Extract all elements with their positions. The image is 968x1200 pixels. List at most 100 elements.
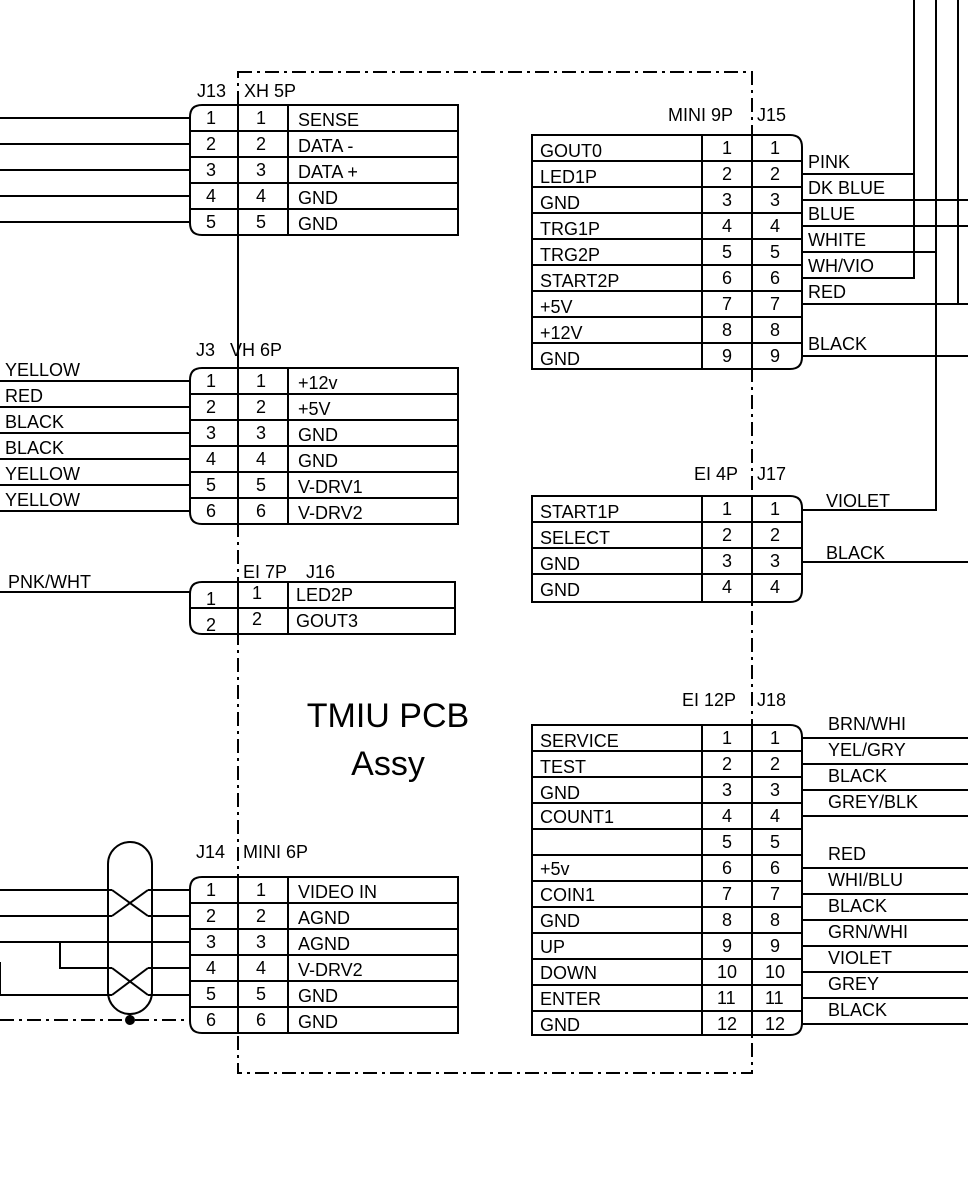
j18-pin-left-10: 10 — [717, 962, 737, 982]
j14-pin-right-4: 4 — [256, 958, 266, 978]
j18-signal-9: UP — [540, 937, 565, 957]
j18-signal-11: ENTER — [540, 989, 601, 1009]
j15-pin-left-8: 8 — [722, 320, 732, 340]
j18-wire-1: BRN/WHI — [828, 714, 906, 734]
j17-pin-left-1: 1 — [722, 499, 732, 519]
j15-ref: J15 — [757, 105, 786, 125]
j3-signal-4: GND — [298, 451, 338, 471]
j3-wire-5: YELLOW — [5, 464, 80, 484]
connector-j18: EI 12P J18 SERVICE TEST GND COUNT1 +5v C… — [531, 690, 968, 1036]
connector-j16: EI 7P J16 1 2 1 2 LED2P GOUT3 PNK/WHT — [0, 562, 456, 635]
j3-wire-6: YELLOW — [5, 490, 80, 510]
connector-j17: EI 4P J17 START1P SELECT GND GND 1 2 3 4… — [531, 252, 968, 603]
connector-j3: J3 VH 6P 1 2 3 4 5 6 1 2 3 4 5 6 +12v +5… — [0, 340, 459, 525]
j18-signal-7: COIN1 — [540, 885, 595, 905]
j14-signal-4: V-DRV2 — [298, 960, 363, 980]
j17-signal-1: START1P — [540, 502, 619, 522]
j3-wire-3: BLACK — [5, 412, 64, 432]
j14-signal-1: VIDEO IN — [298, 882, 377, 902]
j17-pin-left-2: 2 — [722, 525, 732, 545]
j18-signal-1: SERVICE — [540, 731, 619, 751]
j3-pin-right-3: 3 — [256, 423, 266, 443]
j14-pin-left-4: 4 — [206, 958, 216, 978]
j18-signal-4: COUNT1 — [540, 807, 614, 827]
j15-signal-2: LED1P — [540, 167, 597, 187]
j3-pin-left-2: 2 — [206, 397, 216, 417]
j18-type: EI 12P — [682, 690, 736, 710]
j13-pin-right-1: 1 — [256, 108, 266, 128]
j16-signal-2: GOUT3 — [296, 611, 358, 631]
j15-signal-1: GOUT0 — [540, 141, 602, 161]
j14-pin-right-5: 5 — [256, 984, 266, 1004]
j18-wire-10: GREY — [828, 974, 879, 994]
j15-pin-left-2: 2 — [722, 164, 732, 184]
j18-pin-right-7: 7 — [770, 884, 780, 904]
j14-pin-left-1: 1 — [206, 880, 216, 900]
j3-pin-right-5: 5 — [256, 475, 266, 495]
j18-pin-right-3: 3 — [770, 780, 780, 800]
j18-wire-5: RED — [828, 844, 866, 864]
j13-pin-left-5: 5 — [206, 212, 216, 232]
j15-pin-right-9: 9 — [770, 346, 780, 366]
j14-signal-6: GND — [298, 1012, 338, 1032]
j16-wire-1: PNK/WHT — [8, 572, 91, 592]
j3-pin-left-5: 5 — [206, 475, 216, 495]
j18-pin-right-6: 6 — [770, 858, 780, 878]
j16-pin-right-2: 2 — [252, 609, 262, 629]
j14-pin-left-5: 5 — [206, 984, 216, 1004]
j18-pin-left-6: 6 — [722, 858, 732, 878]
j18-wire-9: VIOLET — [828, 948, 892, 968]
connector-j15: MINI 9P J15 GOUT0 LED1P GND TRG1P TRG2P … — [531, 0, 968, 370]
connector-j13: J13 XH 5P 1 2 3 4 5 1 2 3 4 5 SENSE DATA… — [0, 81, 459, 236]
j3-signal-2: +5V — [298, 399, 331, 419]
j17-pin-right-4: 4 — [770, 577, 780, 597]
j18-pin-left-8: 8 — [722, 910, 732, 930]
j18-pin-right-4: 4 — [770, 806, 780, 826]
j15-wire-6: RED — [808, 282, 846, 302]
j18-wire-3: BLACK — [828, 766, 887, 786]
j17-pin-left-4: 4 — [722, 577, 732, 597]
j15-pin-left-6: 6 — [722, 268, 732, 288]
j17-pin-right-3: 3 — [770, 551, 780, 571]
j17-signal-2: SELECT — [540, 528, 610, 548]
j3-type: VH 6P — [230, 340, 282, 360]
j17-pin-right-2: 2 — [770, 525, 780, 545]
j18-wire-2: YEL/GRY — [828, 740, 906, 760]
j14-pin-right-2: 2 — [256, 906, 266, 926]
j3-pin-left-6: 6 — [206, 501, 216, 521]
j16-signal-1: LED2P — [296, 585, 353, 605]
j3-pin-right-1: 1 — [256, 371, 266, 391]
j13-pin-right-5: 5 — [256, 212, 266, 232]
j3-signal-1: +12v — [298, 373, 338, 393]
j18-wire-8: GRN/WHI — [828, 922, 908, 942]
j18-pin-right-5: 5 — [770, 832, 780, 852]
j18-wire-7: BLACK — [828, 896, 887, 916]
j18-signal-10: DOWN — [540, 963, 597, 983]
j18-pin-left-11: 11 — [717, 988, 736, 1008]
j3-ref: J3 — [196, 340, 215, 360]
j13-signal-3: DATA + — [298, 162, 358, 182]
j15-signal-9: GND — [540, 349, 580, 369]
j18-pin-right-12: 12 — [765, 1014, 785, 1034]
j3-signal-3: GND — [298, 425, 338, 445]
j17-wire-1: VIOLET — [826, 491, 890, 511]
j13-pin-right-2: 2 — [256, 134, 266, 154]
connector-j14: J14 MINI 6P 1 2 3 4 5 6 1 2 3 4 5 6 VIDE… — [0, 841, 459, 1034]
j18-wire-6: WHI/BLU — [828, 870, 903, 890]
j16-pin-left-2: 2 — [206, 615, 216, 635]
j13-pin-left-2: 2 — [206, 134, 216, 154]
j3-signal-6: V-DRV2 — [298, 503, 363, 523]
j13-signal-1: SENSE — [298, 110, 359, 130]
j17-pin-left-3: 3 — [722, 551, 732, 571]
j13-pin-right-3: 3 — [256, 160, 266, 180]
j18-signal-6: +5v — [540, 859, 570, 879]
j3-pin-left-4: 4 — [206, 449, 216, 469]
j13-pin-left-1: 1 — [206, 108, 216, 128]
j15-signal-5: TRG2P — [540, 245, 600, 265]
j18-pin-left-5: 5 — [722, 832, 732, 852]
j17-type: EI 4P — [694, 464, 738, 484]
j13-pin-right-4: 4 — [256, 186, 266, 206]
j18-pin-right-8: 8 — [770, 910, 780, 930]
j15-wire-2: DK BLUE — [808, 178, 885, 198]
